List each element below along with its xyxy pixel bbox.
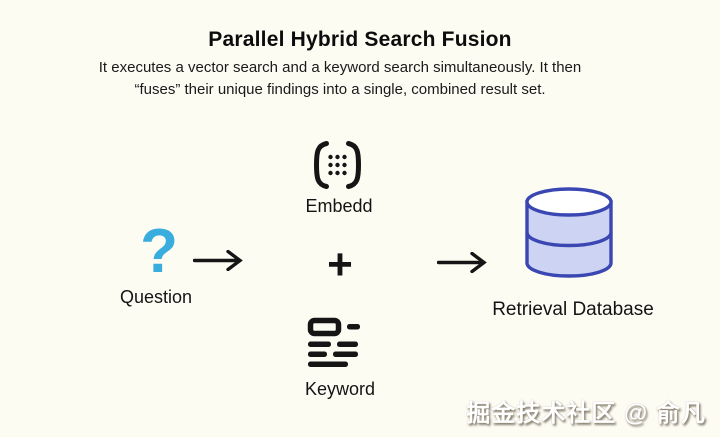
watermark-text: 掘金技术社区 @ 俞凡 [466,400,706,427]
question-mark-icon: ? [140,217,178,286]
embed-label: Embedd [305,196,373,216]
subtitle-line-2: “fuses” their unique findings into a sin… [134,80,546,98]
keyword-lines-icon [307,317,360,367]
page-subtitle: It executes a vector search and a keywor… [0,57,680,100]
database-cylinder-icon [525,187,613,278]
plus-sign: + [327,240,353,289]
embedding-brackets-icon [313,141,362,189]
subtitle-line-1: It executes a vector search and a keywor… [98,59,582,76]
arrow-right-icon [193,250,243,271]
keyword-label: Keyword [304,379,376,399]
question-label: Question [119,287,193,307]
arrow-right-icon [437,252,487,273]
page-title: Parallel Hybrid Search Fusion [208,28,512,51]
database-label: Retrieval Database [492,299,654,320]
